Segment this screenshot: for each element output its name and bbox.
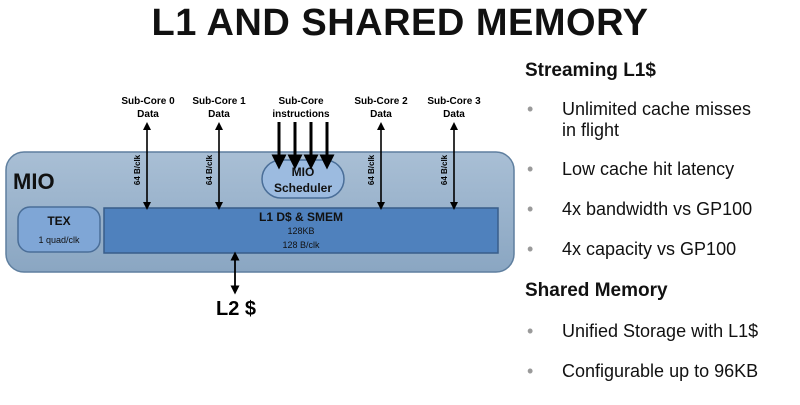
mio-label: MIO xyxy=(13,169,55,194)
subcore-1-label: Sub-Core 1 xyxy=(192,96,246,107)
mio-diagram: MIO L1 D$ & SMEM 128KB 128 B/clk TEX 1 q… xyxy=(5,96,515,320)
subcore-3-rate: 64 B/clk xyxy=(440,154,449,185)
l2-label: L2 $ xyxy=(216,298,256,320)
tex-rate: 1 quad/clk xyxy=(38,235,80,245)
shared-memory-item: Unified Storage with L1$ xyxy=(525,321,795,342)
subcore-0-rate: 64 B/clk xyxy=(133,154,142,185)
scheduler-label-2: Scheduler xyxy=(274,181,332,195)
l1-label: L1 D$ & SMEM xyxy=(259,210,343,224)
subcore-1-sub: Data xyxy=(208,109,230,120)
subcore-3-label: Sub-Core 3 xyxy=(427,96,481,107)
mio-scheduler xyxy=(261,159,345,199)
subcore-0-sub: Data xyxy=(137,109,159,120)
streaming-item: 4x bandwidth vs GP100 xyxy=(525,199,795,220)
subcore-instr-label: Sub-Core xyxy=(279,96,324,107)
l1-size: 128KB xyxy=(287,226,314,236)
subcore-2-rate: 64 B/clk xyxy=(367,154,376,185)
streaming-item: Unlimited cache misses in flight xyxy=(525,99,795,141)
shared-memory-list: Unified Storage with L1$ Configurable up… xyxy=(525,321,795,382)
shared-memory-item-text: Unified Storage with L1$ xyxy=(562,321,759,341)
tex-label: TEX xyxy=(47,214,70,228)
l1-cache-block xyxy=(103,207,499,254)
streaming-item: 4x capacity vs GP100 xyxy=(525,239,795,260)
subcore-2-sub: Data xyxy=(370,109,392,120)
shared-memory-heading: Shared Memory xyxy=(525,280,668,301)
feature-panel: Streaming L1$ Unlimited cache misses in … xyxy=(525,60,795,382)
subcore-instr-sub: instructions xyxy=(272,109,330,120)
subcore-0-label: Sub-Core 0 xyxy=(121,96,175,107)
streaming-item-text: 4x bandwidth vs GP100 xyxy=(562,199,753,219)
subcore-1-rate: 64 B/clk xyxy=(205,154,214,185)
slide-title: L1 AND SHARED MEMORY xyxy=(151,2,649,44)
streaming-item-text: Unlimited cache misses xyxy=(562,99,752,119)
subcore-3-sub: Data xyxy=(443,109,465,120)
shared-memory-item-text: Configurable up to 96KB xyxy=(562,361,759,381)
shared-memory-item: Configurable up to 96KB xyxy=(525,361,795,382)
streaming-heading: Streaming L1$ xyxy=(525,60,656,81)
streaming-item-text-cont: in flight xyxy=(562,120,620,140)
scheduler-label-1: MIO xyxy=(292,165,315,179)
l1-bandwidth: 128 B/clk xyxy=(282,240,320,250)
streaming-list: Unlimited cache misses in flight Low cac… xyxy=(525,99,795,260)
streaming-item-text: Low cache hit latency xyxy=(562,159,735,179)
streaming-item-text: 4x capacity vs GP100 xyxy=(562,239,737,259)
subcore-2-label: Sub-Core 2 xyxy=(354,96,408,107)
streaming-item: Low cache hit latency xyxy=(525,159,795,180)
tex-unit xyxy=(17,206,101,253)
